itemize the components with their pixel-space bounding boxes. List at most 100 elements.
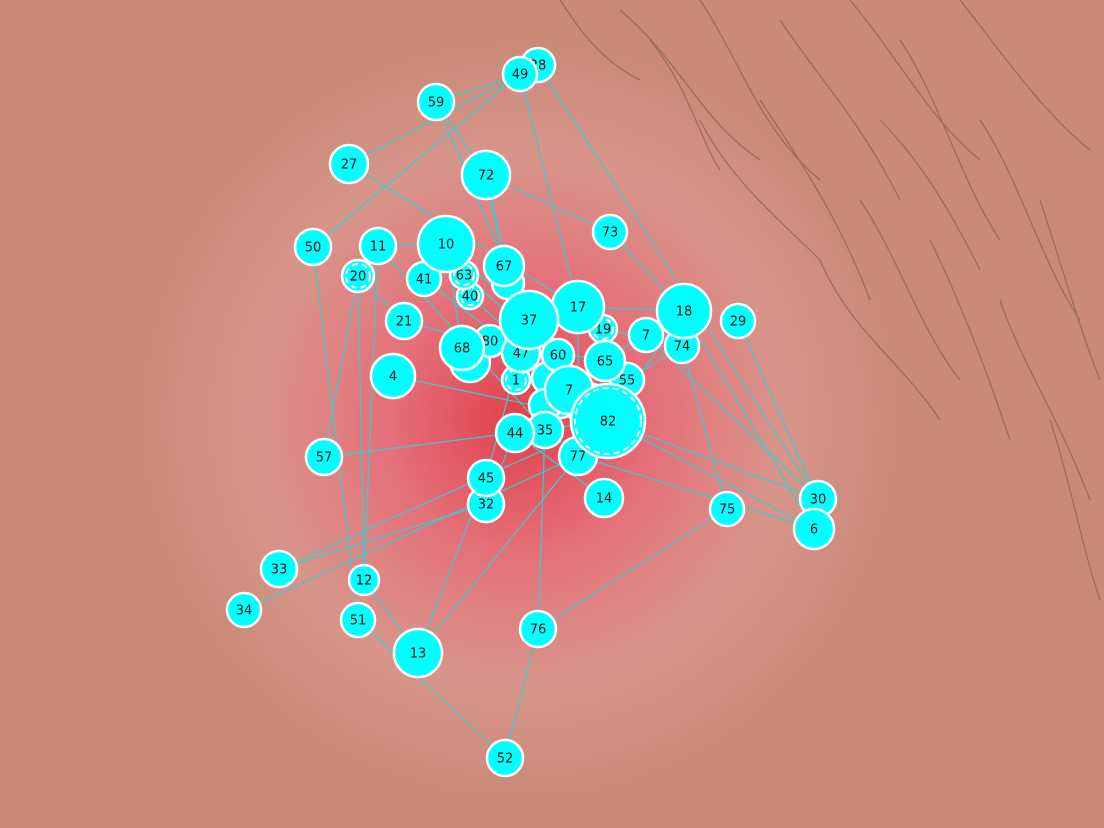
node-label: 6 — [810, 523, 818, 538]
graph-node-45[interactable]: 45 — [466, 458, 506, 498]
graph-node-11[interactable]: 11 — [358, 226, 398, 266]
node-circle — [591, 213, 629, 251]
graph-node-6[interactable]: 6 — [792, 507, 836, 551]
graph-node-37[interactable]: 37 — [498, 289, 560, 351]
node-label: 73 — [602, 226, 619, 241]
node-circle — [384, 301, 424, 341]
graph-edge — [537, 508, 728, 630]
graph-node-44[interactable]: 44 — [494, 412, 536, 454]
graph-node-17[interactable]: 17 — [550, 279, 606, 335]
node-label: 34 — [236, 604, 253, 619]
graph-edge — [363, 245, 379, 581]
node-dashed-ring — [345, 263, 371, 289]
graph-edge — [357, 275, 365, 581]
node-label: 72 — [478, 169, 495, 184]
node-label: 30 — [810, 493, 827, 508]
graph-node-59[interactable]: 59 — [416, 82, 456, 122]
node-label: 74 — [674, 340, 691, 355]
graph-edge — [519, 73, 579, 308]
graph-node-4[interactable]: 4 — [369, 352, 417, 400]
node-circle — [416, 214, 476, 274]
graph-node-82[interactable]: 82 — [569, 382, 647, 460]
graph-node-67[interactable]: 67 — [482, 244, 526, 288]
graph-node-76[interactable]: 76 — [518, 609, 558, 649]
node-circle — [494, 412, 536, 454]
node-label: 7 — [642, 329, 650, 344]
graph-edge — [243, 455, 579, 611]
graph-node-7[interactable]: 7 — [627, 316, 665, 354]
node-label: 12 — [356, 574, 373, 589]
graph-edge — [607, 420, 815, 530]
graph-node-18[interactable]: 18 — [655, 282, 713, 340]
node-circle — [501, 55, 539, 93]
hair-strand — [619, 9, 761, 161]
node-label: 17 — [570, 301, 587, 316]
graph-node-65[interactable]: 65 — [583, 339, 627, 383]
node-circle — [708, 490, 746, 528]
node-circle — [225, 591, 263, 629]
hair-strand — [559, 0, 641, 81]
graph-node-50[interactable]: 50 — [293, 227, 333, 267]
graph-node-34[interactable]: 34 — [225, 591, 263, 629]
node-label: 13 — [410, 647, 427, 662]
node-label: 32 — [478, 498, 495, 513]
graph-node-27[interactable]: 27 — [328, 143, 370, 185]
graph-node-57[interactable]: 57 — [304, 437, 344, 477]
graph-edge — [577, 455, 815, 530]
node-label: 35 — [537, 424, 554, 439]
node-label: 63 — [456, 269, 473, 284]
graph-edge — [312, 246, 359, 621]
node-circle — [293, 227, 333, 267]
node-label: 27 — [341, 158, 358, 173]
graph-edge — [312, 73, 521, 248]
graph-node-75[interactable]: 75 — [708, 490, 746, 528]
node-label: 76 — [530, 623, 547, 638]
graph-node-51[interactable]: 51 — [339, 601, 377, 639]
node-label: 65 — [597, 355, 614, 370]
hair-strand — [779, 19, 901, 201]
node-label: 20 — [350, 270, 367, 285]
hair-strand — [649, 39, 721, 171]
graph-node-21[interactable]: 21 — [384, 301, 424, 341]
node-circle — [569, 382, 647, 460]
node-circle — [518, 609, 558, 649]
node-circle — [792, 507, 836, 551]
node-label: 77 — [570, 450, 587, 465]
hair-strand — [959, 0, 1091, 151]
hair-strand — [1049, 419, 1101, 601]
node-label: 11 — [370, 240, 387, 255]
hair-strand — [849, 0, 981, 161]
hair-strand — [999, 299, 1091, 501]
graph-node-13[interactable]: 13 — [392, 627, 444, 679]
graph-edge — [417, 455, 579, 654]
node-circle — [583, 339, 627, 383]
node-circle — [466, 458, 506, 498]
node-label: 14 — [596, 492, 613, 507]
graph-node-33[interactable]: 33 — [259, 549, 299, 589]
graph-edge — [683, 310, 815, 530]
node-circle — [328, 143, 370, 185]
graph-node-68[interactable]: 68 — [438, 324, 486, 372]
graph-node-49[interactable]: 49 — [501, 55, 539, 93]
node-circle — [416, 82, 456, 122]
node-label: 29 — [730, 315, 747, 330]
graph-node-72[interactable]: 72 — [460, 149, 512, 201]
hair-strand — [819, 259, 941, 421]
node-circle — [358, 226, 398, 266]
node-dashed-ring — [574, 387, 642, 455]
graph-node-20[interactable]: 20 — [340, 258, 376, 294]
graph-node-29[interactable]: 29 — [719, 302, 757, 340]
graph-node-30[interactable]: 30 — [798, 479, 838, 519]
node-label: 33 — [271, 563, 288, 578]
graph-node-12[interactable]: 12 — [347, 563, 381, 597]
graph-node-14[interactable]: 14 — [583, 477, 625, 519]
graph-node-10[interactable]: 10 — [416, 214, 476, 274]
graph-node-73[interactable]: 73 — [591, 213, 629, 251]
node-circle — [498, 289, 560, 351]
hair-strand — [1039, 199, 1101, 381]
node-label: 1 — [512, 374, 520, 389]
node-circle — [259, 549, 299, 589]
graph-node-52[interactable]: 52 — [485, 738, 525, 778]
node-circle — [485, 738, 525, 778]
